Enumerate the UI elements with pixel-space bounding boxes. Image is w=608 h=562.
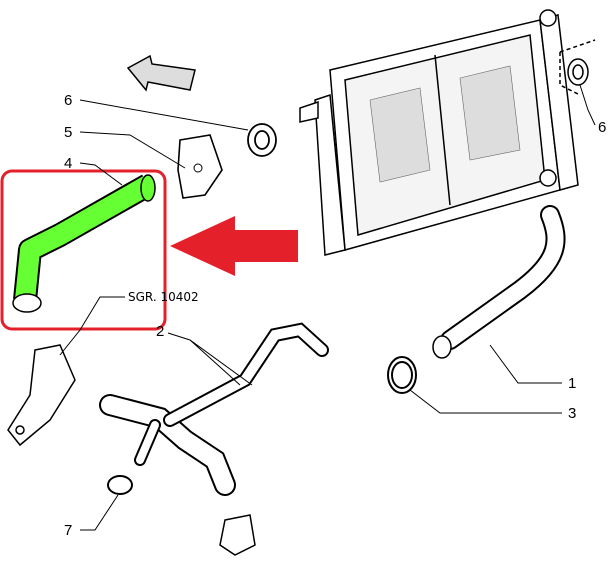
callout-6-right: 6 <box>598 119 606 136</box>
direction-arrow-icon <box>126 54 196 92</box>
clamp-part-7 <box>107 475 133 495</box>
callout-5: 5 <box>64 124 72 141</box>
callout-2: 2 <box>156 323 164 340</box>
callout-4: 4 <box>64 155 72 172</box>
highlight-arrow-icon <box>170 216 298 276</box>
highlight-box <box>0 169 167 331</box>
callout-7: 7 <box>64 522 72 539</box>
callout-1: 1 <box>568 375 576 392</box>
callout-6-left: 6 <box>64 92 72 109</box>
reference-code: SGR. 10402 <box>128 290 199 304</box>
clamp-part-3 <box>387 356 417 394</box>
leader-lines <box>59 84 596 531</box>
grommet-left <box>247 123 277 157</box>
sensor-fitting <box>219 514 256 556</box>
hose-assembly-part-2 <box>99 322 329 496</box>
grommet-right <box>559 39 596 96</box>
callout-3: 3 <box>568 405 576 422</box>
radiator <box>299 9 579 256</box>
mounting-bracket <box>7 344 76 447</box>
